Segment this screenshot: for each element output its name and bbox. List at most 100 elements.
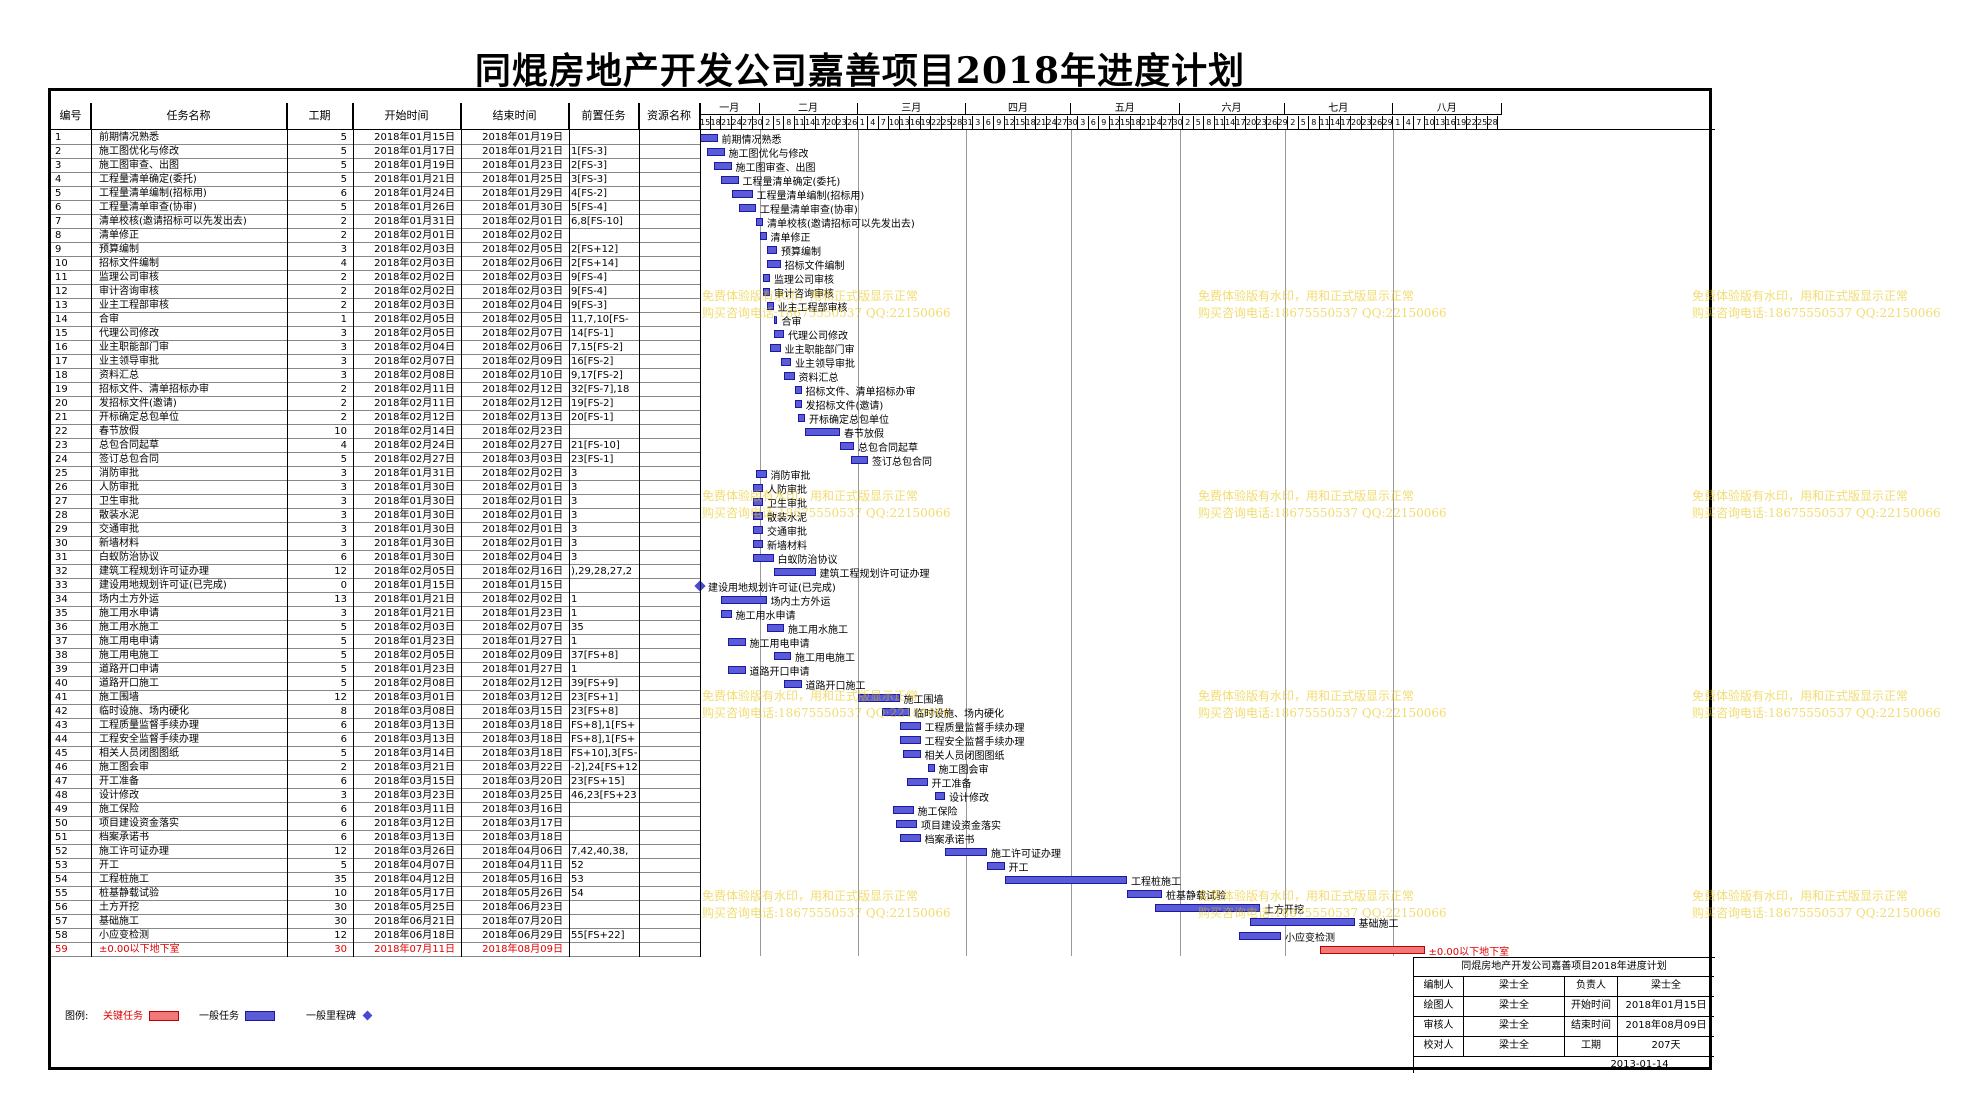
task-bar[interactable] [934, 792, 945, 800]
task-bar[interactable] [987, 862, 1005, 870]
col-id[interactable]: 编号 [51, 103, 91, 129]
task-bar[interactable] [752, 512, 763, 520]
task-bar[interactable] [805, 428, 840, 436]
task-bar[interactable] [752, 526, 763, 534]
task-bar[interactable] [752, 554, 774, 562]
task-bar[interactable] [899, 736, 921, 744]
task-bar[interactable] [766, 260, 781, 268]
task-bar[interactable] [882, 708, 910, 716]
task-bar[interactable] [766, 246, 777, 254]
task-bar[interactable] [784, 680, 802, 688]
col-name[interactable]: 任务名称 [91, 103, 287, 129]
col-end[interactable]: 结束时间 [461, 103, 569, 129]
task-bar[interactable] [773, 316, 777, 324]
task-bar[interactable] [945, 848, 987, 856]
task-bar[interactable] [700, 134, 718, 142]
task-bar[interactable] [903, 750, 921, 758]
task-bar[interactable] [714, 162, 732, 170]
task-bar[interactable] [1239, 932, 1281, 940]
task-bar[interactable] [721, 176, 739, 184]
task-bar[interactable] [1155, 904, 1260, 912]
task-bar[interactable] [721, 610, 732, 618]
task-bar[interactable] [763, 288, 770, 296]
task-bar[interactable] [892, 806, 914, 814]
task-bar[interactable] [1249, 918, 1355, 926]
task-bar[interactable] [773, 330, 784, 338]
task-bar[interactable] [728, 666, 746, 674]
task-bar[interactable] [899, 722, 921, 730]
task-bar[interactable] [766, 302, 774, 310]
task-bar[interactable] [773, 568, 816, 576]
task-bar[interactable] [850, 456, 868, 464]
task-bar[interactable] [770, 344, 781, 352]
col-resource[interactable]: 资源名称 [639, 103, 700, 129]
task-bar[interactable] [773, 652, 791, 660]
task-bar[interactable] [728, 638, 746, 646]
task-bar[interactable] [759, 232, 767, 240]
task-bar[interactable] [756, 218, 763, 226]
task-bar[interactable] [899, 834, 921, 842]
task-bar[interactable] [906, 778, 928, 786]
task-bar[interactable] [798, 414, 805, 422]
task-bar[interactable] [1319, 946, 1425, 954]
task-bar[interactable] [1004, 876, 1127, 884]
task-bar[interactable] [784, 372, 795, 380]
task-bar[interactable] [707, 148, 725, 156]
col-duration[interactable]: 工期 [287, 103, 353, 129]
task-bar[interactable] [927, 764, 935, 772]
task-bar[interactable] [780, 358, 791, 366]
task-bar[interactable] [857, 694, 900, 702]
task-bar[interactable] [766, 624, 784, 632]
task-bar[interactable] [752, 540, 763, 548]
task-bar[interactable] [794, 400, 802, 408]
col-pred[interactable]: 前置任务 [569, 103, 639, 129]
